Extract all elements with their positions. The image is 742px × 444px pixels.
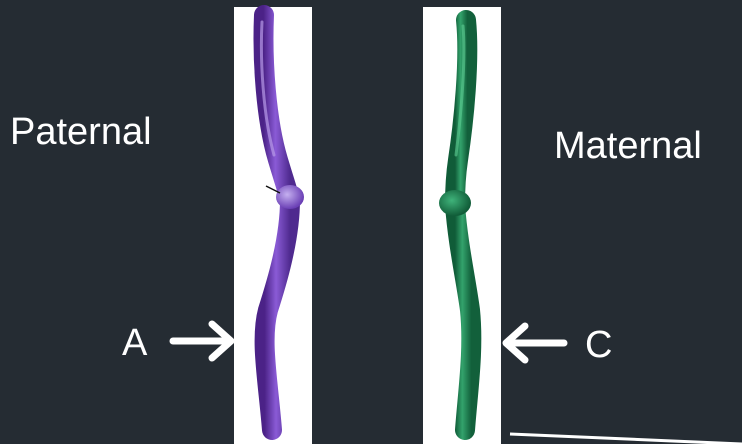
maternal-lower-arm <box>455 205 471 430</box>
maternal-centromere <box>439 190 471 216</box>
maternal-label: Maternal <box>554 127 702 165</box>
bottom-line <box>510 434 742 444</box>
label-a: A <box>122 324 147 362</box>
paternal-chromosome <box>261 15 304 430</box>
paternal-centromere <box>276 185 304 209</box>
paternal-lower-arm <box>265 200 290 430</box>
arrow-a <box>173 324 231 358</box>
maternal-chromosome <box>439 20 471 430</box>
paternal-label: Paternal <box>10 113 152 151</box>
paternal-upper-arm <box>264 15 290 200</box>
arrow-c <box>506 326 564 360</box>
label-c: C <box>585 326 612 364</box>
